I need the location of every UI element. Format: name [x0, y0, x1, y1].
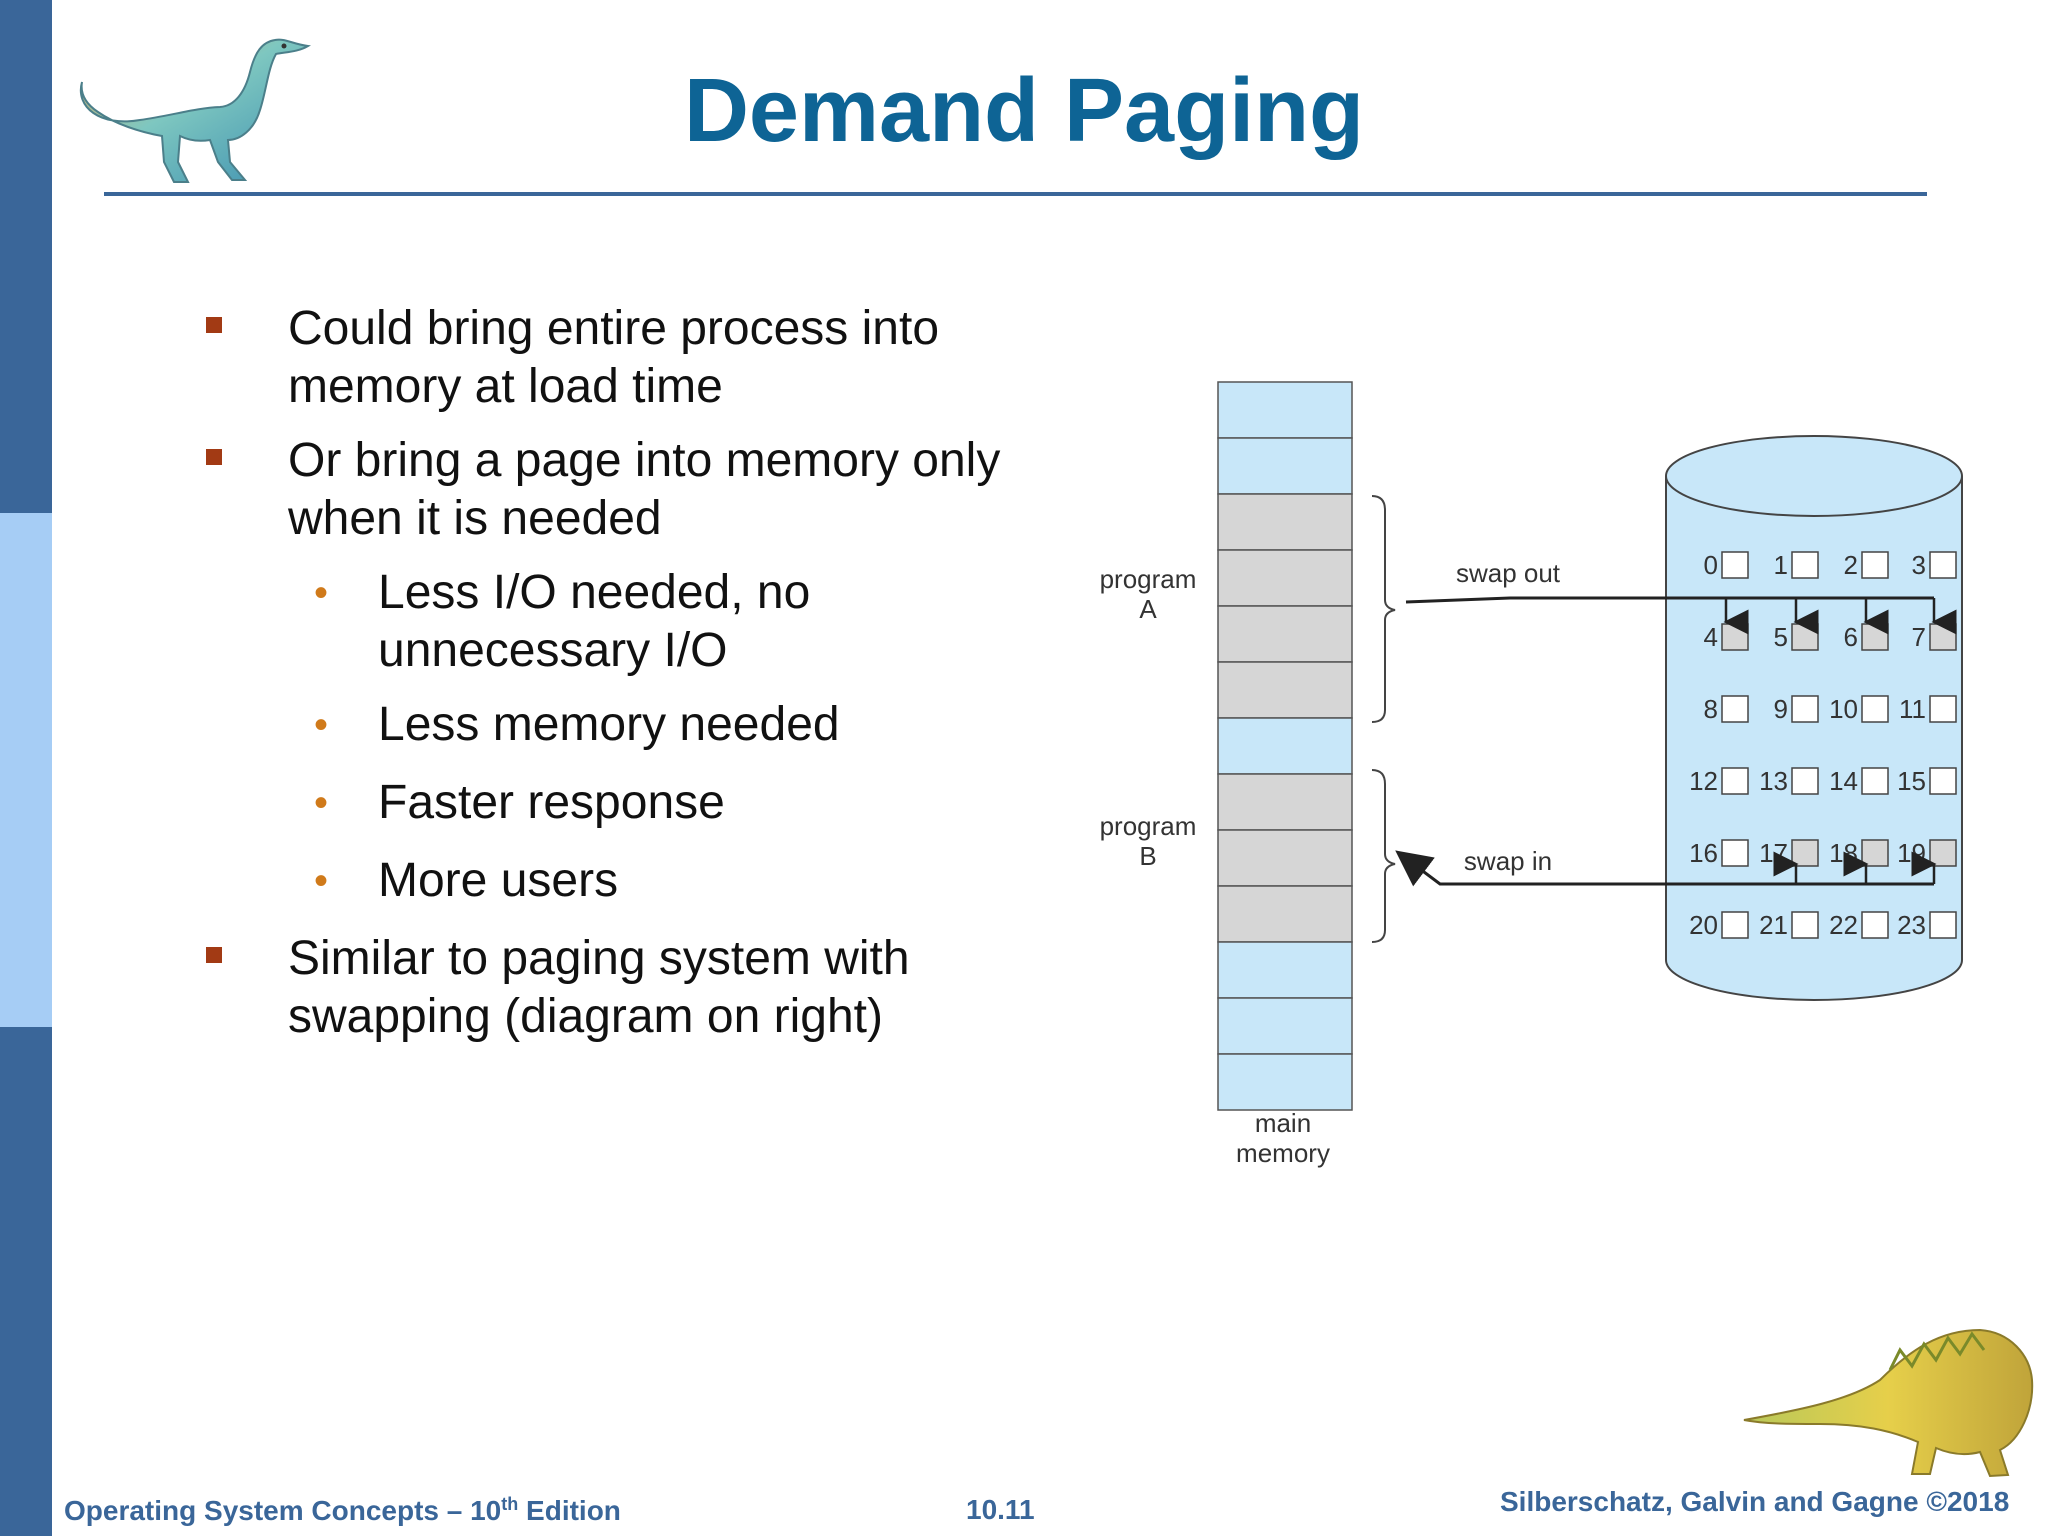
footer-book-title: Operating System Concepts – 10th Edition: [64, 1494, 621, 1526]
program-b-brace: [1371, 769, 1396, 943]
disk-page-number: 0: [1704, 550, 1718, 580]
disk-page-number: 21: [1759, 910, 1788, 940]
disk-page-box: [1791, 839, 1819, 867]
sub-bullet-text: More users: [378, 854, 619, 907]
memory-frame: [1217, 997, 1353, 1055]
disk-page-box: [1791, 695, 1819, 723]
title-divider: [104, 192, 1927, 196]
slide-title: Demand Paging: [683, 61, 1365, 161]
memory-frame: [1217, 941, 1353, 999]
disk-page-number: 17: [1759, 838, 1788, 868]
memory-frame: [1217, 885, 1353, 943]
disk-page-number: 18: [1829, 838, 1858, 868]
disk-page-number: 2: [1844, 550, 1858, 580]
memory-frame: [1217, 829, 1353, 887]
disk-page-box: [1791, 911, 1819, 939]
disk-page-box: [1929, 551, 1957, 579]
disk-page-box: [1861, 911, 1889, 939]
slide-sidebar: [0, 0, 52, 1536]
disk-page-box: [1861, 839, 1889, 867]
dinosaur-logo-icon: [79, 38, 311, 183]
disk-page-number: 8: [1704, 694, 1718, 724]
sidebar-highlight: [0, 513, 52, 1027]
disk-page-box: [1929, 839, 1957, 867]
disk-page-number: 12: [1689, 766, 1718, 796]
footer-authors: Silberschatz, Galvin and Gagne ©2018: [1500, 1486, 2010, 1517]
disk-page-number: 22: [1829, 910, 1858, 940]
sub-bullet-text: Faster response: [378, 776, 725, 829]
square-bullet-icon: [206, 317, 222, 333]
disk-page-number: 4: [1704, 622, 1718, 652]
disk-page-box: [1721, 839, 1749, 867]
disk-page-box: [1861, 551, 1889, 579]
memory-frame: [1217, 493, 1353, 551]
disk-page-number: 13: [1759, 766, 1788, 796]
swap-in-label: swap in: [1464, 846, 1552, 876]
disk-page-number: 23: [1897, 910, 1926, 940]
swap-out-arrow: [1405, 596, 1934, 604]
round-bullet-icon: •: [314, 571, 329, 615]
round-bullet-icon: •: [314, 859, 329, 903]
swap-in-arrow: [1395, 850, 1934, 887]
disk-page-box: [1791, 767, 1819, 795]
disk-page-number: 6: [1844, 622, 1858, 652]
memory-frame: [1217, 437, 1353, 495]
dinosaur-footer-logo-icon: [1743, 1328, 2034, 1478]
disk-page-number: 5: [1774, 622, 1788, 652]
memory-frame: [1217, 773, 1353, 831]
sub-bullet-text: Less memory needed: [378, 698, 840, 751]
disk-page-box: [1721, 767, 1749, 795]
sub-bullet-text: Less I/O needed, no unnecessary I/O: [378, 566, 811, 677]
disk-page-box: [1929, 623, 1957, 651]
round-bullet-icon: •: [314, 703, 329, 747]
disk-page-number: 14: [1829, 766, 1858, 796]
disk-page-box: [1929, 695, 1957, 723]
disk-page-number: 3: [1912, 550, 1926, 580]
square-bullet-icon: [206, 947, 222, 963]
disk-page-box: [1861, 767, 1889, 795]
disk-page-box: [1861, 623, 1889, 651]
main-memory-column: [1217, 381, 1353, 1111]
disk-page-number: 19: [1897, 838, 1926, 868]
disk-page-box: [1929, 911, 1957, 939]
disk-page-number: 11: [1899, 694, 1926, 724]
memory-frame: [1217, 549, 1353, 607]
disk-page-box: [1791, 623, 1819, 651]
bullet-text: Similar to paging system with swapping (…: [288, 932, 910, 1043]
program-a-brace: [1371, 495, 1396, 723]
disk-page-box: [1721, 551, 1749, 579]
square-bullet-icon: [206, 449, 222, 465]
disk-page-number: 20: [1689, 910, 1718, 940]
disk-page-number: 9: [1774, 694, 1788, 724]
disk-page-box: [1861, 695, 1889, 723]
disk-page-number: 15: [1897, 766, 1926, 796]
swap-out-label: swap out: [1456, 558, 1561, 588]
disk-page-number: 10: [1829, 694, 1858, 724]
disk-page-box: [1929, 767, 1957, 795]
disk-page-number: 7: [1912, 622, 1926, 652]
memory-frame: [1217, 717, 1353, 775]
bullet-text: Could bring entire process into memory a…: [288, 302, 940, 413]
round-bullet-icon: •: [314, 781, 329, 825]
memory-frame: [1217, 1053, 1353, 1111]
memory-frame: [1217, 381, 1353, 439]
memory-frame: [1217, 661, 1353, 719]
bullet-text: Or bring a page into memory only when it…: [288, 434, 1001, 545]
disk-page-box: [1721, 911, 1749, 939]
disk-page-box: [1721, 695, 1749, 723]
disk-page-box: [1721, 623, 1749, 651]
disk-page-number: 16: [1689, 838, 1718, 868]
disk-page-number: 1: [1774, 550, 1788, 580]
memory-frame: [1217, 605, 1353, 663]
backing-store-disk: [1665, 435, 1963, 1001]
disk-page-box: [1791, 551, 1819, 579]
footer-page-number: 10.11: [966, 1494, 1035, 1525]
